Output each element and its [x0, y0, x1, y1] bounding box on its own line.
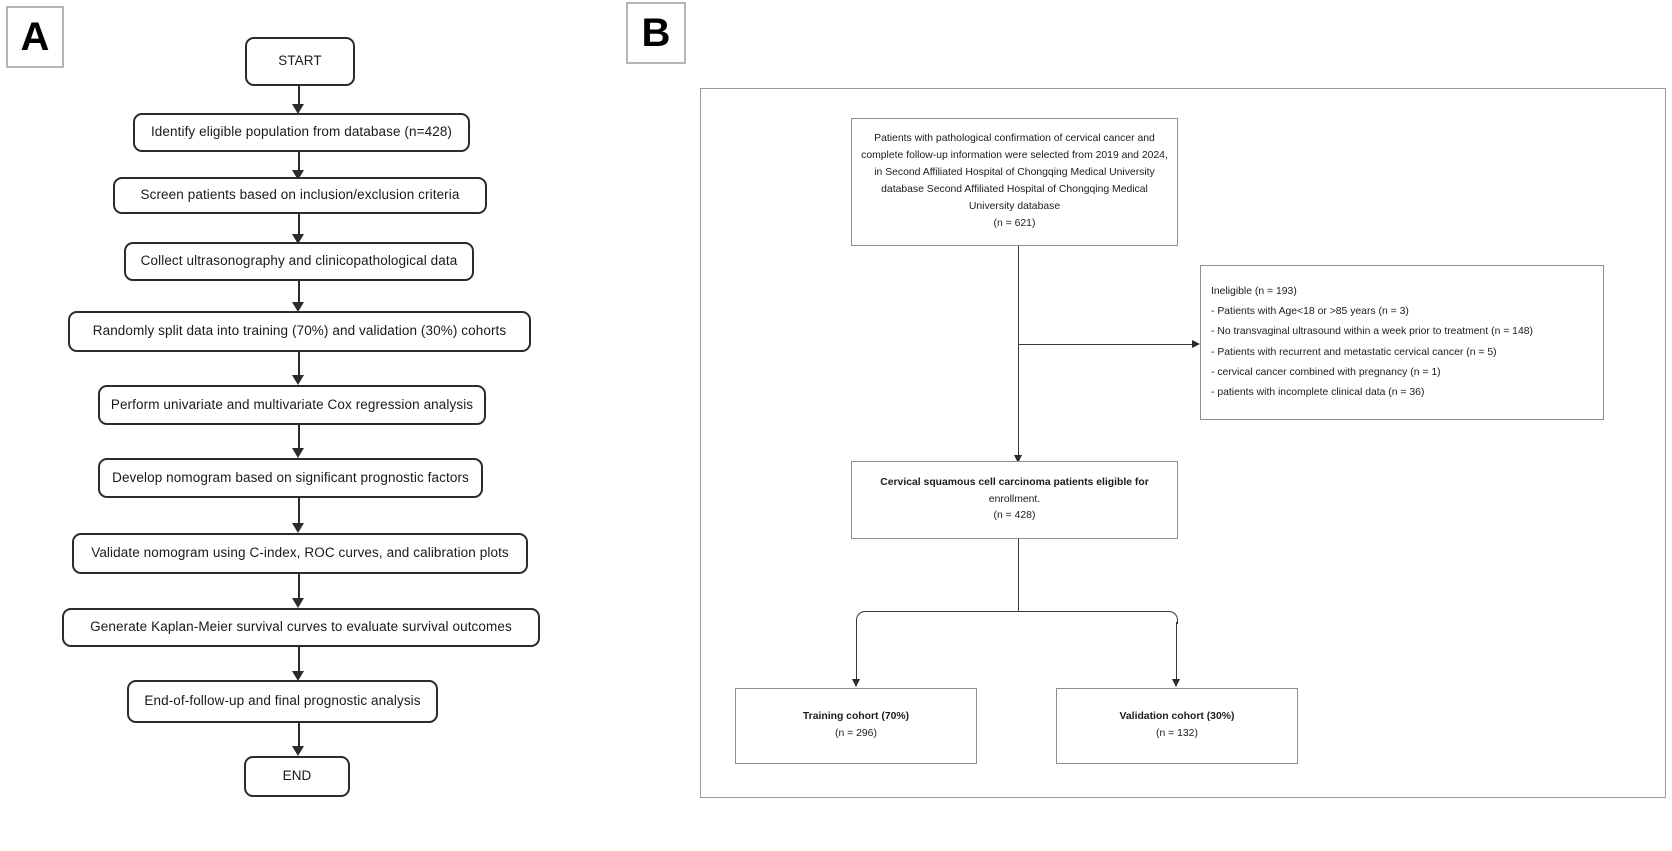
- flow-node-label: START: [278, 53, 322, 69]
- arrow-head: [852, 679, 860, 687]
- connector-split-to-cox: [298, 352, 301, 379]
- flow-node-label: Validate nomogram using C-index, ROC cur…: [91, 545, 509, 561]
- connector-to-validation: [1176, 622, 1178, 684]
- flow-node-label: Identify eligible population from databa…: [150, 124, 453, 140]
- connector-source-to-eligible: [1018, 246, 1020, 460]
- flow-node-label: Generate Kaplan-Meier survival curves to…: [90, 619, 512, 635]
- source-line: in Second Affiliated Hospital of Chongqi…: [874, 167, 1155, 179]
- arrow-head-right: [1192, 340, 1200, 348]
- source-line: complete follow-up information were sele…: [861, 150, 1168, 162]
- connector-screen-to-collect: [298, 214, 301, 238]
- flow-node-split: Randomly split data into training (70%) …: [68, 311, 531, 352]
- connector-split-right-corner: [1018, 611, 1178, 624]
- flow-node-start: START: [245, 37, 355, 86]
- ineligible-title: Ineligible (n = 193): [1211, 285, 1297, 297]
- connector-to-training: [856, 622, 858, 684]
- flow-node-end-of-follow-up: End-of-follow-up and final prognostic an…: [127, 680, 438, 723]
- ineligible-item: - Patients with recurrent and metastatic…: [1211, 346, 1497, 358]
- selection-node-validation-cohort: Validation cohort (30%) (n = 132): [1056, 688, 1298, 764]
- source-line: University database: [968, 200, 1061, 212]
- connector-collect-to-split: [298, 281, 301, 306]
- source-line: Patients with pathological confirmation …: [874, 133, 1155, 145]
- arrow-head: [292, 104, 304, 114]
- flow-node-end: END: [244, 756, 350, 797]
- ineligible-item: - Patients with Age<18 or >85 years (n =…: [1211, 305, 1409, 317]
- flow-node-nomogram: Develop nomogram based on significant pr…: [98, 458, 483, 498]
- connector-source-to-ineligible: [1018, 344, 1193, 346]
- arrow-head: [292, 448, 304, 458]
- flow-node-kaplan-meier: Generate Kaplan-Meier survival curves to…: [62, 608, 540, 647]
- flow-node-validate: Validate nomogram using C-index, ROC cur…: [72, 533, 528, 574]
- ineligible-item: - patients with incomplete clinical data…: [1211, 387, 1425, 399]
- validation-label: Validation cohort (30%): [1119, 711, 1235, 723]
- arrow-head: [292, 170, 304, 180]
- connector-validate-to-km: [298, 574, 301, 602]
- connector-cox-to-nomogram: [298, 425, 301, 452]
- flow-node-label: Develop nomogram based on significant pr…: [112, 469, 469, 485]
- connector-split-left-corner: [856, 611, 1019, 624]
- selection-node-eligible: Cervical squamous cell carcinoma patient…: [851, 461, 1178, 539]
- arrow-head: [292, 671, 304, 681]
- arrow-head: [292, 746, 304, 756]
- arrow-head: [1014, 455, 1022, 463]
- selection-node-source: Patients with pathological confirmation …: [851, 118, 1178, 246]
- connector-nomogram-to-validate: [298, 498, 301, 527]
- flow-node-label: End-of-follow-up and final prognostic an…: [144, 693, 421, 709]
- source-count: (n = 621): [993, 217, 1036, 229]
- flow-node-label: Randomly split data into training (70%) …: [92, 323, 507, 339]
- eligible-line: enrollment.: [988, 493, 1041, 505]
- selection-node-training-cohort: Training cohort (70%) (n = 296): [735, 688, 977, 764]
- eligible-line: Cervical squamous cell carcinoma patient…: [880, 476, 1149, 488]
- flow-node-label: Collect ultrasonography and clinicopatho…: [140, 253, 458, 269]
- flow-node-label: Perform univariate and multivariate Cox …: [110, 396, 474, 412]
- arrow-head: [1172, 679, 1180, 687]
- arrow-head: [292, 234, 304, 244]
- ineligible-item: - No transvaginal ultrasound within a we…: [1211, 326, 1533, 338]
- flow-node-screen: Screen patients based on inclusion/exclu…: [113, 177, 487, 214]
- flow-node-identify: Identify eligible population from databa…: [133, 113, 470, 152]
- training-count: (n = 296): [835, 728, 877, 739]
- flow-node-collect: Collect ultrasonography and clinicopatho…: [124, 242, 474, 281]
- source-line: database Second Affiliated Hospital of C…: [881, 184, 1148, 195]
- arrow-head: [292, 523, 304, 533]
- connector-start-to-identify: [298, 86, 301, 108]
- selection-node-ineligible: Ineligible (n = 193) - Patients with Age…: [1200, 265, 1604, 420]
- flow-node-label: END: [282, 768, 312, 784]
- arrow-head: [292, 302, 304, 312]
- arrow-head: [292, 375, 304, 385]
- connector-identify-to-screen: [298, 152, 301, 174]
- ineligible-item: - cervical cancer combined with pregnanc…: [1211, 366, 1441, 378]
- validation-count: (n = 132): [1156, 728, 1198, 739]
- flow-node-label: Screen patients based on inclusion/exclu…: [140, 187, 460, 203]
- eligible-count: (n = 428): [993, 510, 1036, 522]
- panel-a-letter: A: [6, 6, 64, 68]
- connector-eligible-down: [1018, 539, 1020, 612]
- panel-b-letter: B: [626, 2, 686, 64]
- connector-endfollow-to-end: [298, 723, 301, 750]
- training-label: Training cohort (70%): [802, 711, 910, 723]
- arrow-head: [292, 598, 304, 608]
- flow-node-cox: Perform univariate and multivariate Cox …: [98, 385, 486, 425]
- connector-km-to-endfollow: [298, 647, 301, 675]
